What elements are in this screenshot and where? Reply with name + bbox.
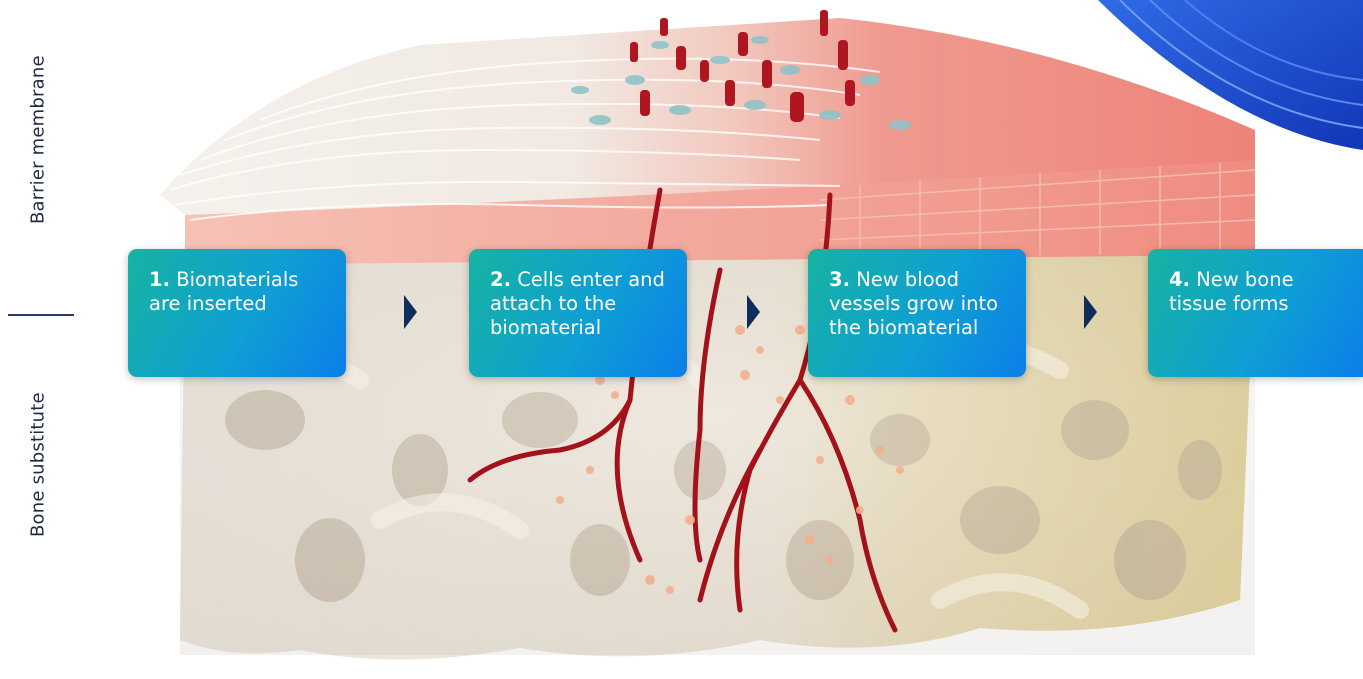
side-divider (8, 314, 74, 316)
step-3-box: 3. New blood vessels grow into the bioma… (808, 249, 1026, 377)
step-1-box: 1. Biomaterials are inserted (128, 249, 346, 377)
step-3-number: 3. (829, 268, 850, 291)
step-4-box: 4. New bone tissue forms (1148, 249, 1363, 377)
bone-substitute-label: Bone substitute (22, 345, 54, 585)
step-4-number: 4. (1169, 268, 1190, 291)
step-2-box: 2. Cells enter and attach to the biomate… (469, 249, 687, 377)
chevron-right-icon (747, 295, 760, 329)
barrier-membrane-label: Barrier membrane (22, 20, 54, 260)
step-1-number: 1. (149, 268, 170, 291)
chevron-right-icon (1084, 295, 1097, 329)
step-2-number: 2. (490, 268, 511, 291)
step-2-text: Cells enter and attach to the biomateria… (490, 268, 665, 339)
chevron-right-icon (404, 295, 417, 329)
step-1-text: Biomaterials are inserted (149, 268, 298, 315)
step-3-text: New blood vessels grow into the biomater… (829, 268, 998, 339)
